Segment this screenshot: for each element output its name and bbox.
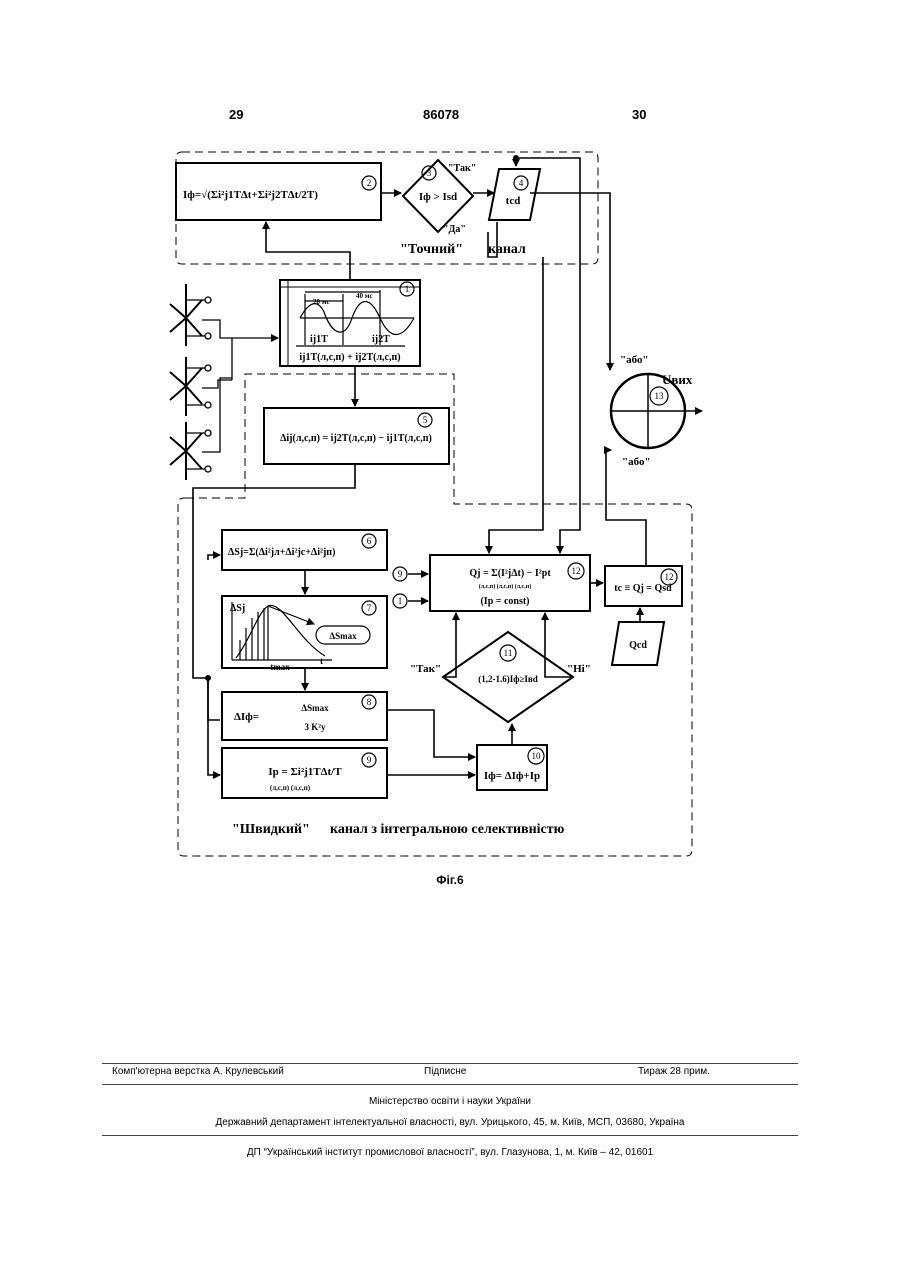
label-u-out: Uвих (662, 372, 693, 387)
ref-9: 9 (398, 569, 403, 579)
b1-formula: ij1T(л,с,п) + ij2T(л,с,п) (299, 352, 400, 363)
num-3: 3 (427, 168, 432, 178)
b1-t20: 20 мс (313, 298, 330, 306)
footer-ministry: Міністерство освіти і науки України (0, 1096, 900, 1107)
b5-formula: Δij(л,с,п) = ij2T(л,с,п) − ij1T(л,с,п) (280, 433, 432, 444)
b7-dsmax: ΔSmax (329, 631, 357, 641)
b3-formula: Iф > Isd (419, 191, 457, 203)
ref-1: 1 (398, 596, 403, 606)
label-no-11: "Ні" (567, 663, 591, 675)
num-5: 5 (423, 415, 428, 425)
b4-label: tсd (506, 195, 521, 207)
b7-t: t (320, 656, 323, 666)
num-8: 8 (367, 697, 372, 707)
qsd-label: Qсd (629, 640, 647, 651)
block-diagram: 2 3 4 1 5 6 7 8 9 12 11 10 12 13 9 1 Iф=… (0, 0, 900, 880)
num-10: 10 (532, 751, 542, 761)
b12a-sub: (л,с,п) (л,с,п) (л,с,п) (479, 583, 531, 590)
footer-circulation: Тираж 28 прим. (638, 1066, 710, 1077)
num-12b: 12 (665, 572, 674, 582)
b9-sub: (л,с,п) (л,с,п) (270, 784, 311, 792)
footer-institute: ДП “Український інститут промислової вла… (0, 1147, 900, 1158)
footer-signed: Підписне (424, 1066, 466, 1077)
num-2: 2 (367, 178, 372, 188)
num-7: 7 (367, 603, 372, 613)
label-exact-channel: "Точний" (400, 242, 463, 257)
b11-formula: (1,2-1.6)Iф≥Iвd (478, 674, 538, 684)
b9-formula: Ip = Σi²j1TΔt/T (268, 766, 342, 778)
label-yes-11: "Так" (410, 663, 441, 675)
label-da: "Да" (443, 224, 466, 235)
label-channel: канал (488, 242, 526, 257)
b7-tmax: tmax (270, 662, 290, 672)
b8-left: ΔIф= (234, 711, 259, 723)
num-1: 1 (405, 284, 410, 294)
b1-i2t: ij2T (372, 334, 390, 345)
num-12a: 12 (572, 566, 581, 576)
b1-i1t: ij1T (310, 334, 328, 345)
label-fast-channel: "Швидкий" (232, 822, 310, 837)
num-4: 4 (519, 178, 524, 188)
label-yes-top: "Так" (448, 163, 476, 174)
fast-channel-region (178, 374, 692, 856)
b12a-const: (Ip = const) (480, 596, 529, 607)
label-fast-channel-rest: канал з інтегральною селективністю (330, 822, 565, 837)
current-transformers (170, 284, 202, 480)
b8-num: ΔSmax (301, 703, 329, 713)
b12a-formula: Qj = Σ(I²jΔt) − I²pt (469, 568, 551, 579)
footer-layout: Комп'ютерна верстка А. Крулевський (112, 1066, 284, 1077)
footer-rule-top (102, 1063, 798, 1064)
num-11: 11 (504, 648, 513, 658)
label-or-bottom: "або" (622, 456, 651, 468)
b10-formula: Iф= ΔIф+Ip (484, 770, 540, 782)
footer-rule-bottom (102, 1135, 798, 1136)
footer-rule-mid (102, 1084, 798, 1085)
num-13: 13 (655, 391, 665, 401)
b12b-formula: tc ≡ Qj = Qsd (614, 583, 672, 594)
b8-den: 3 K²y (305, 722, 326, 732)
num-9: 9 (367, 755, 372, 765)
num-6: 6 (367, 536, 372, 546)
b7-axis: ΔSj (230, 603, 245, 614)
b1-t40: 40 мс (356, 292, 373, 300)
figure-caption: Фіг.6 (0, 873, 900, 887)
footer-department: Державний департамент інтелектуальної вл… (0, 1117, 900, 1128)
b2-formula: Iф=√(Σi²j1TΔt+Σi²j2TΔt/2T) (183, 189, 318, 201)
b6-formula: ΔSj=Σ(Δi²jл+Δi²jс+Δi²jп) (228, 547, 335, 558)
label-or-top: "або" (620, 354, 649, 366)
